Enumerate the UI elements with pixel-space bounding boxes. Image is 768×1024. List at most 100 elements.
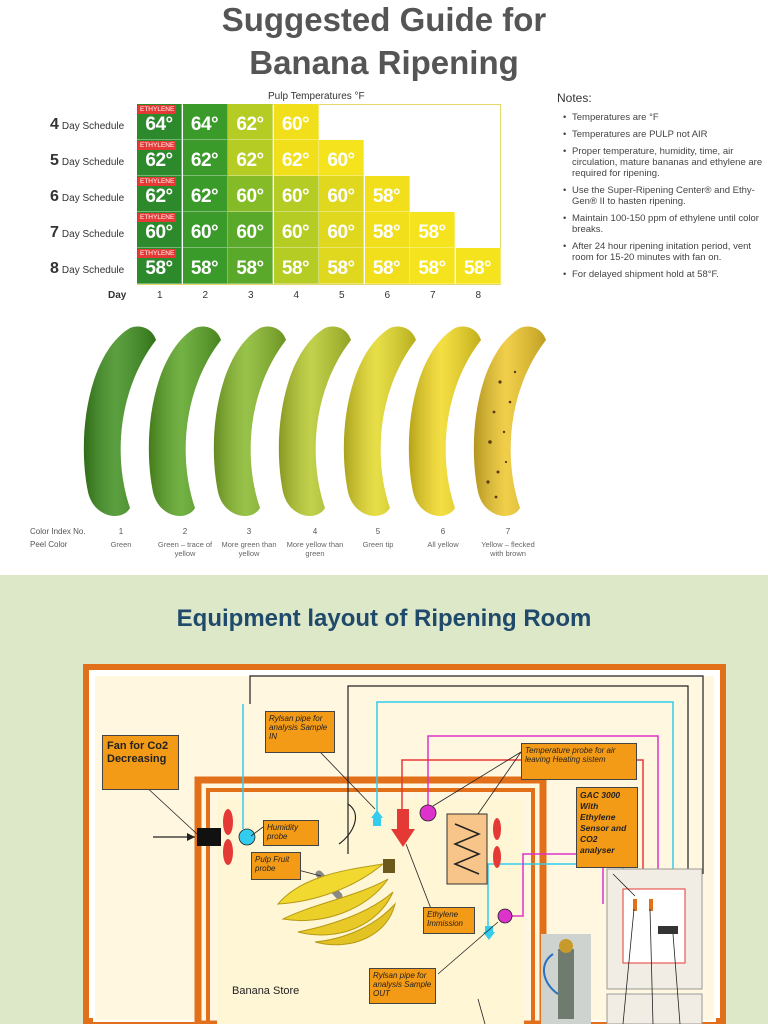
peel-color-value: Green [110,540,132,549]
temperature-cell: 58° [228,248,273,284]
color-index-number: 5 [375,527,381,536]
humidity-probe [238,828,256,846]
temperature-cell: 60° [319,212,364,248]
fan-blade-top [223,809,233,835]
temperature-value: 60° [327,186,355,207]
ethylene-tag: ETHYLENE [138,213,177,222]
temperature-cell: 60° [273,176,319,212]
temperature-value: 60° [281,186,310,207]
equipment-layout-title: Equipment layout of Ripening Room [176,605,592,632]
day-number: 7 [429,290,436,301]
notes-list: Temperatures are °F Temperatures are PUL… [563,112,763,286]
temperature-cell: 60° [319,140,364,176]
temperature-probe-label: Temperature probe for air leaving Heatin… [521,743,637,780]
peel-color-value: Yellow – flecked with brown [481,540,535,558]
banana-stage-2 [148,326,221,516]
temperature-value: 64° [145,114,173,135]
rylsan-sample-in-label: Rylsan pipe for analysis Sample IN [265,711,335,753]
banana-stage-4 [278,326,351,516]
temperature-value: 60° [327,150,355,171]
peel-color-value: All yellow [427,540,459,549]
note-item: Temperatures are °F [563,112,763,123]
temperature-cell: 62° [273,140,319,176]
ethylene-tag: ETHYLENE [138,105,177,114]
temperature-cell: 60° [228,212,273,248]
ethylene-immission-arrow [397,809,409,831]
temperature-value: 58° [418,258,446,279]
sample-in-port [373,816,381,826]
temperature-value: 60° [281,222,310,243]
color-index-number: 3 [246,527,252,536]
pipe-cyan-sample-in [376,701,674,874]
note-item: Maintain 100-150 ppm of ethylene until c… [563,213,763,235]
peel-color-value: Green – trace of yellow [157,540,213,558]
temperature-cell: 58° [410,248,455,284]
banana-stage-7 [473,326,546,516]
day-number: 4 [293,290,300,301]
humidity-probe-label: Humidity probe [263,820,319,846]
ripening-chamber-inner-wall [206,788,535,1024]
temperature-value: 62° [236,150,264,171]
day-number: 3 [247,290,254,301]
temperature-cell: 58° [273,248,319,284]
temperature-value: 62° [281,150,310,171]
banana-store-label: Banana Store [232,985,300,997]
fan-motor [197,828,221,846]
ripening-chamber-wall [194,776,547,1024]
temperature-cell: 60° [273,212,319,248]
temperature-probe [419,804,437,822]
fan-label: Fan for Co2 Decreasing [102,735,179,790]
temperature-value: 60° [236,186,264,207]
note-item: Temperatures are PULP not AIR [563,129,763,140]
temperature-value: 58° [281,258,310,279]
color-index-label: Color Index No. [30,527,86,536]
temperature-cell: 62° [182,176,228,212]
ethylene-tag: ETHYLENE [138,177,177,186]
day-number: 5 [338,290,345,301]
banana-stage-1 [83,326,156,516]
color-index-number: 6 [440,527,446,536]
color-index-number: 4 [312,527,318,536]
temperature-value: 62° [145,186,173,207]
pulp-fruit-probe-label: Pulp Fruit probe [251,852,301,880]
pipe-black-2 [347,685,689,874]
temperature-cell: 58° [319,248,364,284]
day-number: 2 [202,290,209,301]
pulp-temperature-header: Pulp Temperatures °F [268,91,365,102]
temperature-value: 60° [190,222,219,243]
note-item: After 24 hour ripening initation period,… [563,241,763,263]
temperature-cell: 60° [319,176,364,212]
temperature-cell: 58° [410,212,455,248]
ethylene-tag: ETHYLENE [138,141,177,150]
temperature-value: 62° [236,114,264,135]
temperature-value: 58° [190,258,219,279]
pipe-magenta-temp [427,735,659,874]
color-index-number: 2 [182,527,188,536]
temperature-value: 62° [190,150,219,171]
note-item: Proper temperature, humidity, time, air … [563,146,763,179]
notes-title: Notes: [557,91,592,105]
temperature-value: 62° [145,150,173,171]
guide-title-line1: Suggested Guide for [221,1,547,38]
temperature-value: 62° [190,186,219,207]
temperature-value: 58° [418,222,446,243]
temperature-cell: 64° [182,104,228,140]
banana-bunch-illustration [276,859,396,946]
guide-title-line2: Banana Ripening [249,44,519,81]
temperature-value: 58° [372,258,401,279]
temperature-cell: 60° [182,212,228,248]
day-number: 1 [156,290,163,301]
fan-blade-bottom [223,839,233,865]
day-number: 8 [475,290,482,301]
temperature-cell: 58° [455,248,501,284]
gac-3000-label: GAC 3000 With Ethylene Sensor and CO2 an… [576,787,638,868]
temperature-value: 60° [145,222,173,243]
temperature-cell: 62° [228,140,273,176]
peel-color-value: More green than yellow [221,540,277,558]
